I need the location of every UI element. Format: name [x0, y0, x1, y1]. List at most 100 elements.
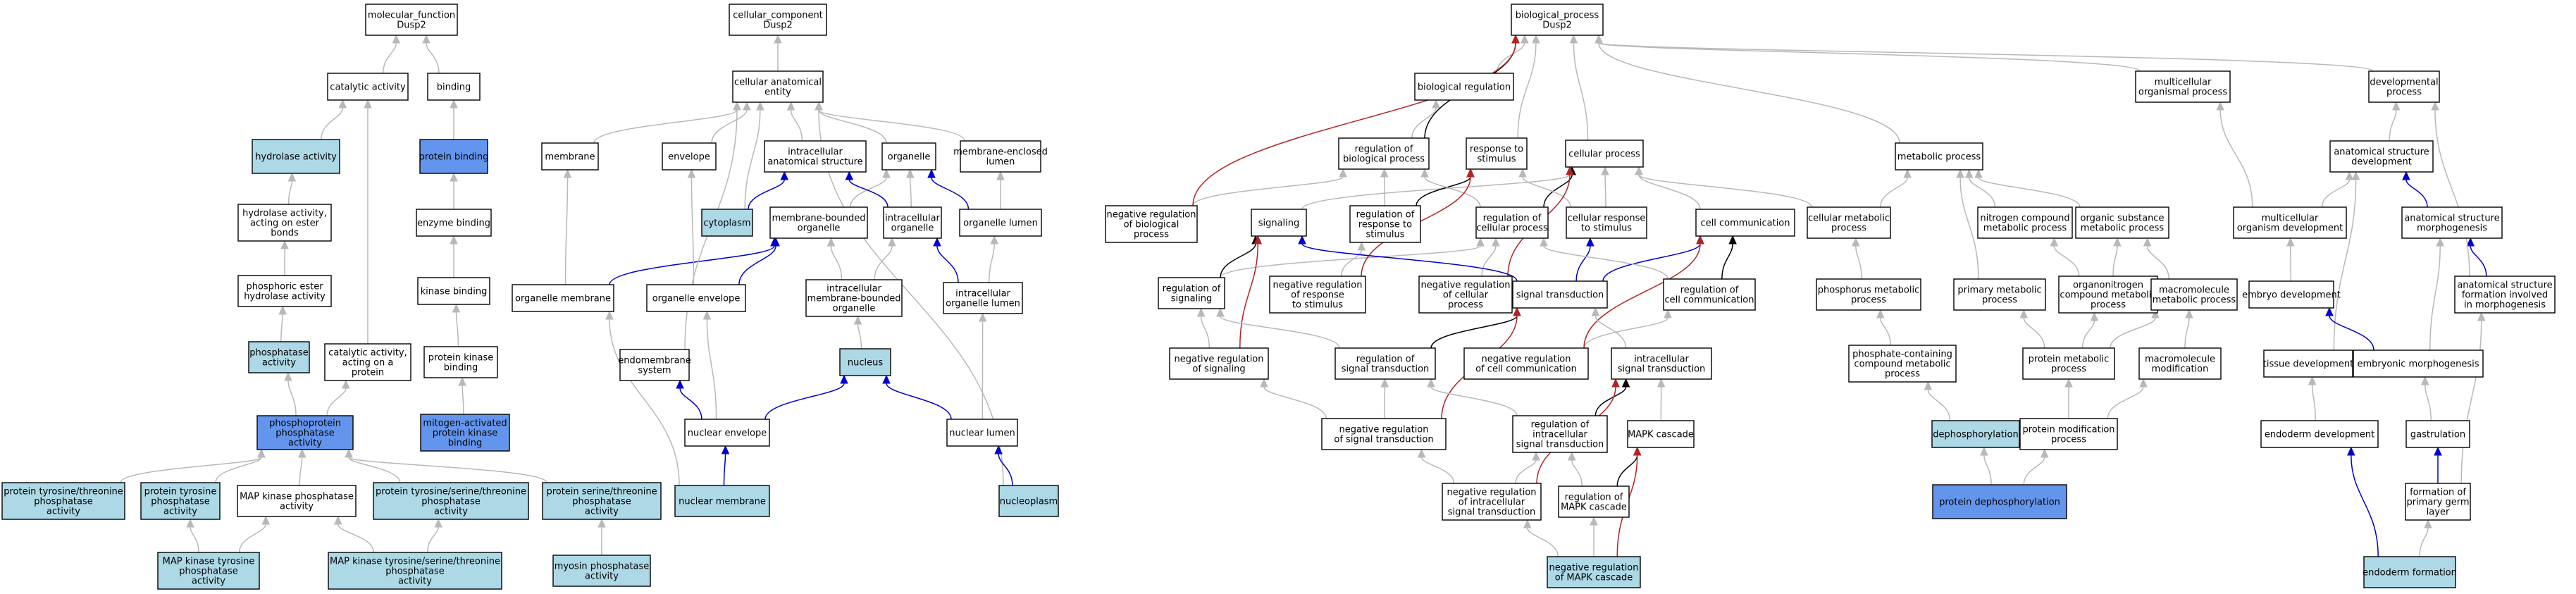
go-term-node-bioreg[interactable]: biological regulation — [1414, 73, 1514, 101]
go-term-node-protbind[interactable]: protein binding — [419, 139, 489, 174]
go-term-node-nuclumen[interactable]: nuclear lumen — [946, 419, 1018, 447]
go-term-node-membrane[interactable]: membrane — [541, 142, 599, 171]
go-term-node-nucleoplasm[interactable]: nucleoplasm — [998, 485, 1059, 517]
node-box — [1349, 205, 1421, 243]
go-term-node-tissue[interactable]: tissue development — [2263, 349, 2353, 378]
go-term-node-embmorph[interactable]: embryonic morphogenesis — [2353, 349, 2484, 378]
go-term-node-protdephos[interactable]: protein dephosphorylation — [1932, 484, 2067, 519]
go-term-node-orglumen[interactable]: organelle lumen — [959, 209, 1042, 237]
go-term-node-metab[interactable]: metabolic process — [1895, 142, 1983, 171]
go-term-node-envelope[interactable]: envelope — [662, 142, 717, 171]
go-term-node-catact[interactable]: catalytic activity — [327, 73, 409, 101]
go-term-node-nucleus[interactable]: nucleus — [839, 348, 891, 376]
go-term-node-mapkc[interactable]: MAPK cascade — [1627, 420, 1695, 448]
go-term-node-nucmem[interactable]: nuclear membrane — [674, 485, 770, 517]
go-term-node-ptyrserthr[interactable]: protein tyrosine/serine/threoninephospha… — [373, 482, 529, 520]
go-term-node-enzbind[interactable]: enzyme binding — [416, 209, 492, 237]
go-term-node-orgenv[interactable]: organelle envelope — [646, 284, 746, 312]
go-term-node-endoform[interactable]: endoderm formation — [2363, 556, 2457, 588]
go-term-node-kinbind[interactable]: kinase binding — [417, 277, 490, 305]
go-term-node-endodev[interactable]: endoderm development — [2260, 420, 2379, 448]
go-term-node-gastru[interactable]: gastrulation — [2405, 420, 2470, 448]
go-term-node-embdev[interactable]: embryo development — [2242, 280, 2341, 309]
go-term-node-signaling[interactable]: signaling — [1251, 209, 1307, 237]
go-term-node-cytoplasm[interactable]: cytoplasm — [701, 209, 753, 237]
go-term-node-mapktst[interactable]: MAP kinase tyrosine/serine/threoninephos… — [328, 552, 502, 590]
go-term-node-nucenv[interactable]: nuclear envelope — [684, 419, 770, 447]
node-label-line: protein binding — [419, 152, 489, 163]
node-box — [619, 349, 690, 381]
go-term-node-organelle[interactable]: organelle — [881, 142, 936, 171]
go-term-node-pserthr[interactable]: protein serine/threoninephosphataseactiv… — [542, 482, 662, 520]
edge-is-a — [874, 237, 896, 280]
go-term-node-binding[interactable]: binding — [427, 73, 481, 101]
go-term-node-orgmem[interactable]: organelle membrane — [512, 284, 614, 312]
go-term-node-ptyrthr[interactable]: protein tyrosine/threoninephosphataseact… — [1, 482, 125, 520]
go-term-node-sigtrans[interactable]: signal transduction — [1512, 280, 1608, 309]
go-term-node-cellproc[interactable]: cellular process — [1565, 140, 1644, 168]
go-term-node-cellcomm[interactable]: cell communication — [1695, 209, 1795, 237]
go-term-node-dephos[interactable]: dephosphorylation — [1931, 420, 2020, 448]
go-term-node-hydro[interactable]: hydrolase activity — [252, 139, 340, 174]
